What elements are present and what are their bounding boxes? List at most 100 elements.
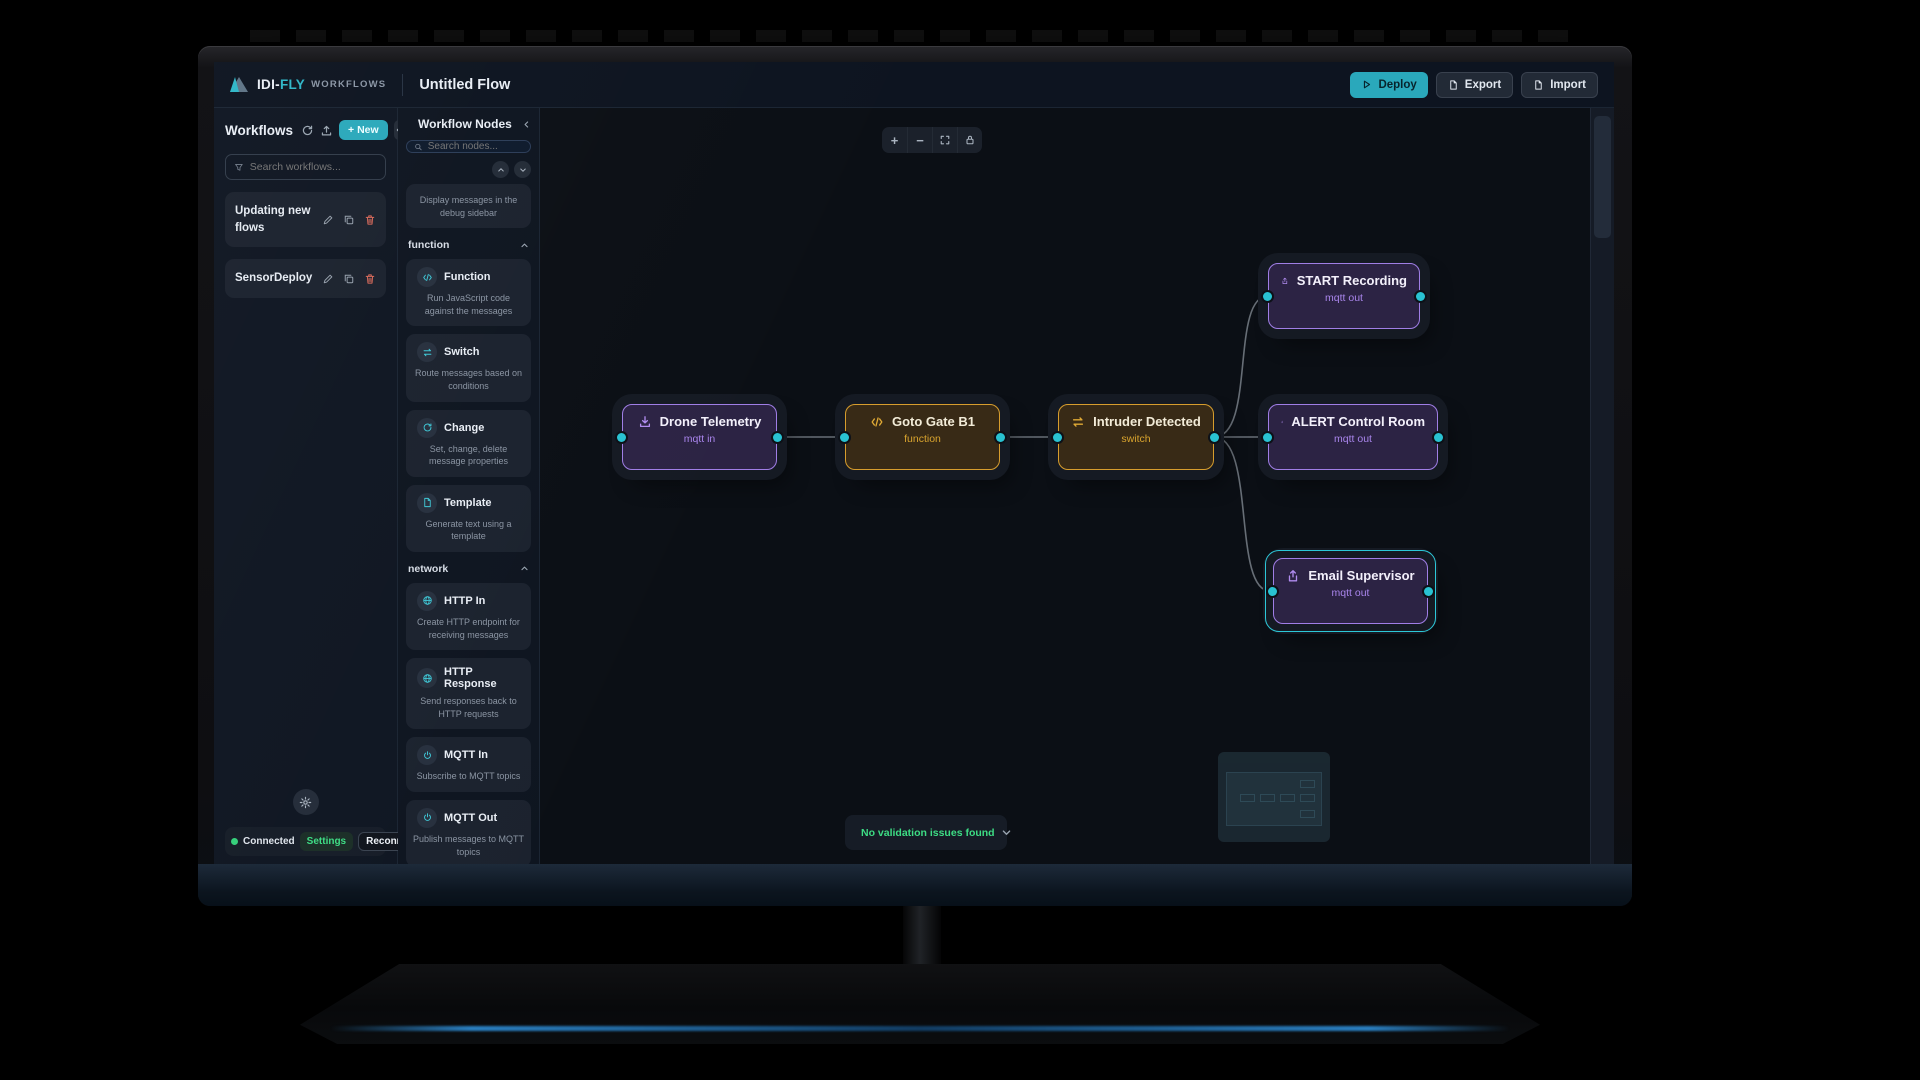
globe-icon [417, 590, 437, 611]
new-workflow-button[interactable]: + New [339, 120, 388, 140]
minimap-node [1240, 794, 1255, 802]
right-scrollbar[interactable] [1590, 108, 1614, 866]
canvas-node-intruder-detected[interactable]: Intruder Detected switch [1053, 404, 1219, 470]
minimap-node [1280, 794, 1295, 802]
workflow-name: Updating new flows [235, 205, 311, 234]
trash-icon [365, 215, 375, 225]
palette-node-http-in[interactable]: HTTP In Create HTTP endpoint for receivi… [406, 582, 531, 651]
minimap[interactable] [1218, 752, 1330, 842]
refresh-workflows-button[interactable] [301, 120, 314, 140]
category-function[interactable]: function [408, 239, 529, 251]
divider [402, 73, 404, 96]
globe-icon [417, 668, 437, 689]
node-search-input[interactable] [427, 141, 523, 152]
code-icon [871, 416, 883, 427]
app-window: IDI-FLY WORKFLOWS Untitled Flow Deploy E… [214, 62, 1614, 866]
power-plug-icon [417, 807, 437, 828]
fit-view-button[interactable] [932, 127, 957, 153]
flow-canvas[interactable]: + − Drone Telemetry mqtt in [540, 108, 1590, 866]
canvas-node-alert-control-room[interactable]: ALERT Control Room mqtt out [1263, 404, 1443, 470]
top-bar: IDI-FLY WORKFLOWS Untitled Flow Deploy E… [214, 62, 1614, 108]
connected-status-dot [231, 838, 238, 845]
port-out[interactable] [1434, 432, 1443, 442]
scroll-up-button[interactable] [492, 161, 509, 178]
upload-workflow-button[interactable] [320, 120, 333, 140]
palette-node-http-response[interactable]: HTTP Response Send responses back to HTT… [406, 658, 531, 730]
chevron-down-icon [1001, 827, 1012, 838]
palette-node-mqtt-in[interactable]: MQTT In Subscribe to MQTT topics [406, 737, 531, 792]
port-out[interactable] [996, 432, 1005, 442]
port-in[interactable] [617, 432, 626, 442]
refresh-icon [302, 125, 313, 135]
duplicate-workflow-button[interactable] [343, 214, 355, 226]
gear-icon [299, 796, 312, 808]
chevron-down-icon [519, 168, 526, 172]
zoom-in-button[interactable]: + [890, 132, 899, 148]
scroll-down-button[interactable] [514, 161, 531, 178]
palette-node-debug-partial[interactable]: Display messages in the debug sidebar [406, 184, 531, 229]
port-in[interactable] [1053, 432, 1062, 442]
monitor-frame: IDI-FLY WORKFLOWS Untitled Flow Deploy E… [198, 46, 1632, 906]
edit-workflow-button[interactable] [322, 273, 334, 285]
validation-status[interactable]: No validation issues found [845, 815, 1010, 850]
lock-button[interactable] [957, 127, 982, 153]
monitor-vents [250, 30, 1580, 42]
collapse-palette-button[interactable] [522, 120, 531, 129]
copy-icon [344, 215, 354, 224]
workflow-item[interactable]: Updating new flows [225, 192, 386, 248]
mqtt-in-icon [639, 415, 650, 427]
canvas-node-drone-telemetry[interactable]: Drone Telemetry mqtt in [617, 404, 782, 470]
port-in[interactable] [1263, 432, 1272, 442]
node-search[interactable] [406, 140, 531, 153]
power-plug-icon [417, 745, 437, 766]
workflow-search-input[interactable] [249, 161, 377, 173]
scrollbar-thumb[interactable] [1594, 116, 1611, 238]
port-in[interactable] [1263, 291, 1272, 301]
pencil-icon [323, 274, 333, 283]
palette-node-change[interactable]: Change Set, change, delete message prope… [406, 409, 531, 477]
settings-button[interactable]: Settings [299, 832, 354, 851]
chevron-up-icon [497, 167, 504, 171]
node-palette-title: Workflow Nodes [418, 117, 512, 131]
switch-arrows-icon [417, 342, 437, 363]
palette-node-switch[interactable]: Switch Route messages based on condition… [406, 334, 531, 402]
palette-node-function[interactable]: Function Run JavaScript code against the… [406, 259, 531, 327]
workflow-item[interactable]: SensorDeploy [225, 259, 386, 299]
app-logo-icon [230, 77, 248, 92]
mqtt-out-icon [1282, 277, 1288, 284]
delete-workflow-button[interactable] [364, 214, 376, 226]
palette-node-template[interactable]: Template Generate text using a template [406, 484, 531, 552]
workflow-search[interactable] [225, 154, 386, 180]
port-out[interactable] [1424, 586, 1433, 596]
file-icon [417, 492, 437, 513]
delete-workflow-button[interactable] [364, 273, 376, 285]
filter-icon [235, 163, 243, 171]
canvas-toolbar: + − [882, 127, 982, 153]
canvas-node-start-recording[interactable]: START Recording mqtt out [1263, 263, 1425, 329]
edit-workflow-button[interactable] [322, 214, 334, 226]
refresh-icon [417, 417, 437, 438]
port-in[interactable] [1268, 586, 1277, 596]
file-icon [1450, 79, 1457, 90]
import-button[interactable]: Import [1521, 71, 1598, 98]
duplicate-workflow-button[interactable] [343, 273, 355, 285]
connection-status-label: Connected [243, 836, 295, 847]
workflows-sidebar: Workflows + New [214, 108, 426, 866]
zoom-out-button[interactable]: − [907, 127, 932, 153]
fit-view-icon [940, 135, 950, 145]
file-icon [1535, 79, 1542, 90]
port-out[interactable] [1210, 432, 1219, 442]
settings-fab-button[interactable] [292, 789, 319, 815]
deploy-button[interactable]: Deploy [1350, 71, 1428, 98]
category-network[interactable]: network [408, 563, 529, 575]
mqtt-out-icon [1289, 569, 1298, 581]
port-out[interactable] [1416, 291, 1425, 301]
port-out[interactable] [773, 432, 782, 442]
minimap-node [1300, 780, 1315, 788]
palette-node-mqtt-out[interactable]: MQTT Out Publish messages to MQTT topics [406, 799, 531, 866]
canvas-node-email-supervisor[interactable]: Email Supervisor mqtt out [1265, 550, 1436, 632]
port-in[interactable] [840, 432, 849, 442]
app-logo-suffix: WORKFLOWS [311, 79, 387, 90]
export-button[interactable]: Export [1435, 71, 1514, 98]
canvas-node-goto-gate-b1[interactable]: Goto Gate B1 function [840, 404, 1005, 470]
